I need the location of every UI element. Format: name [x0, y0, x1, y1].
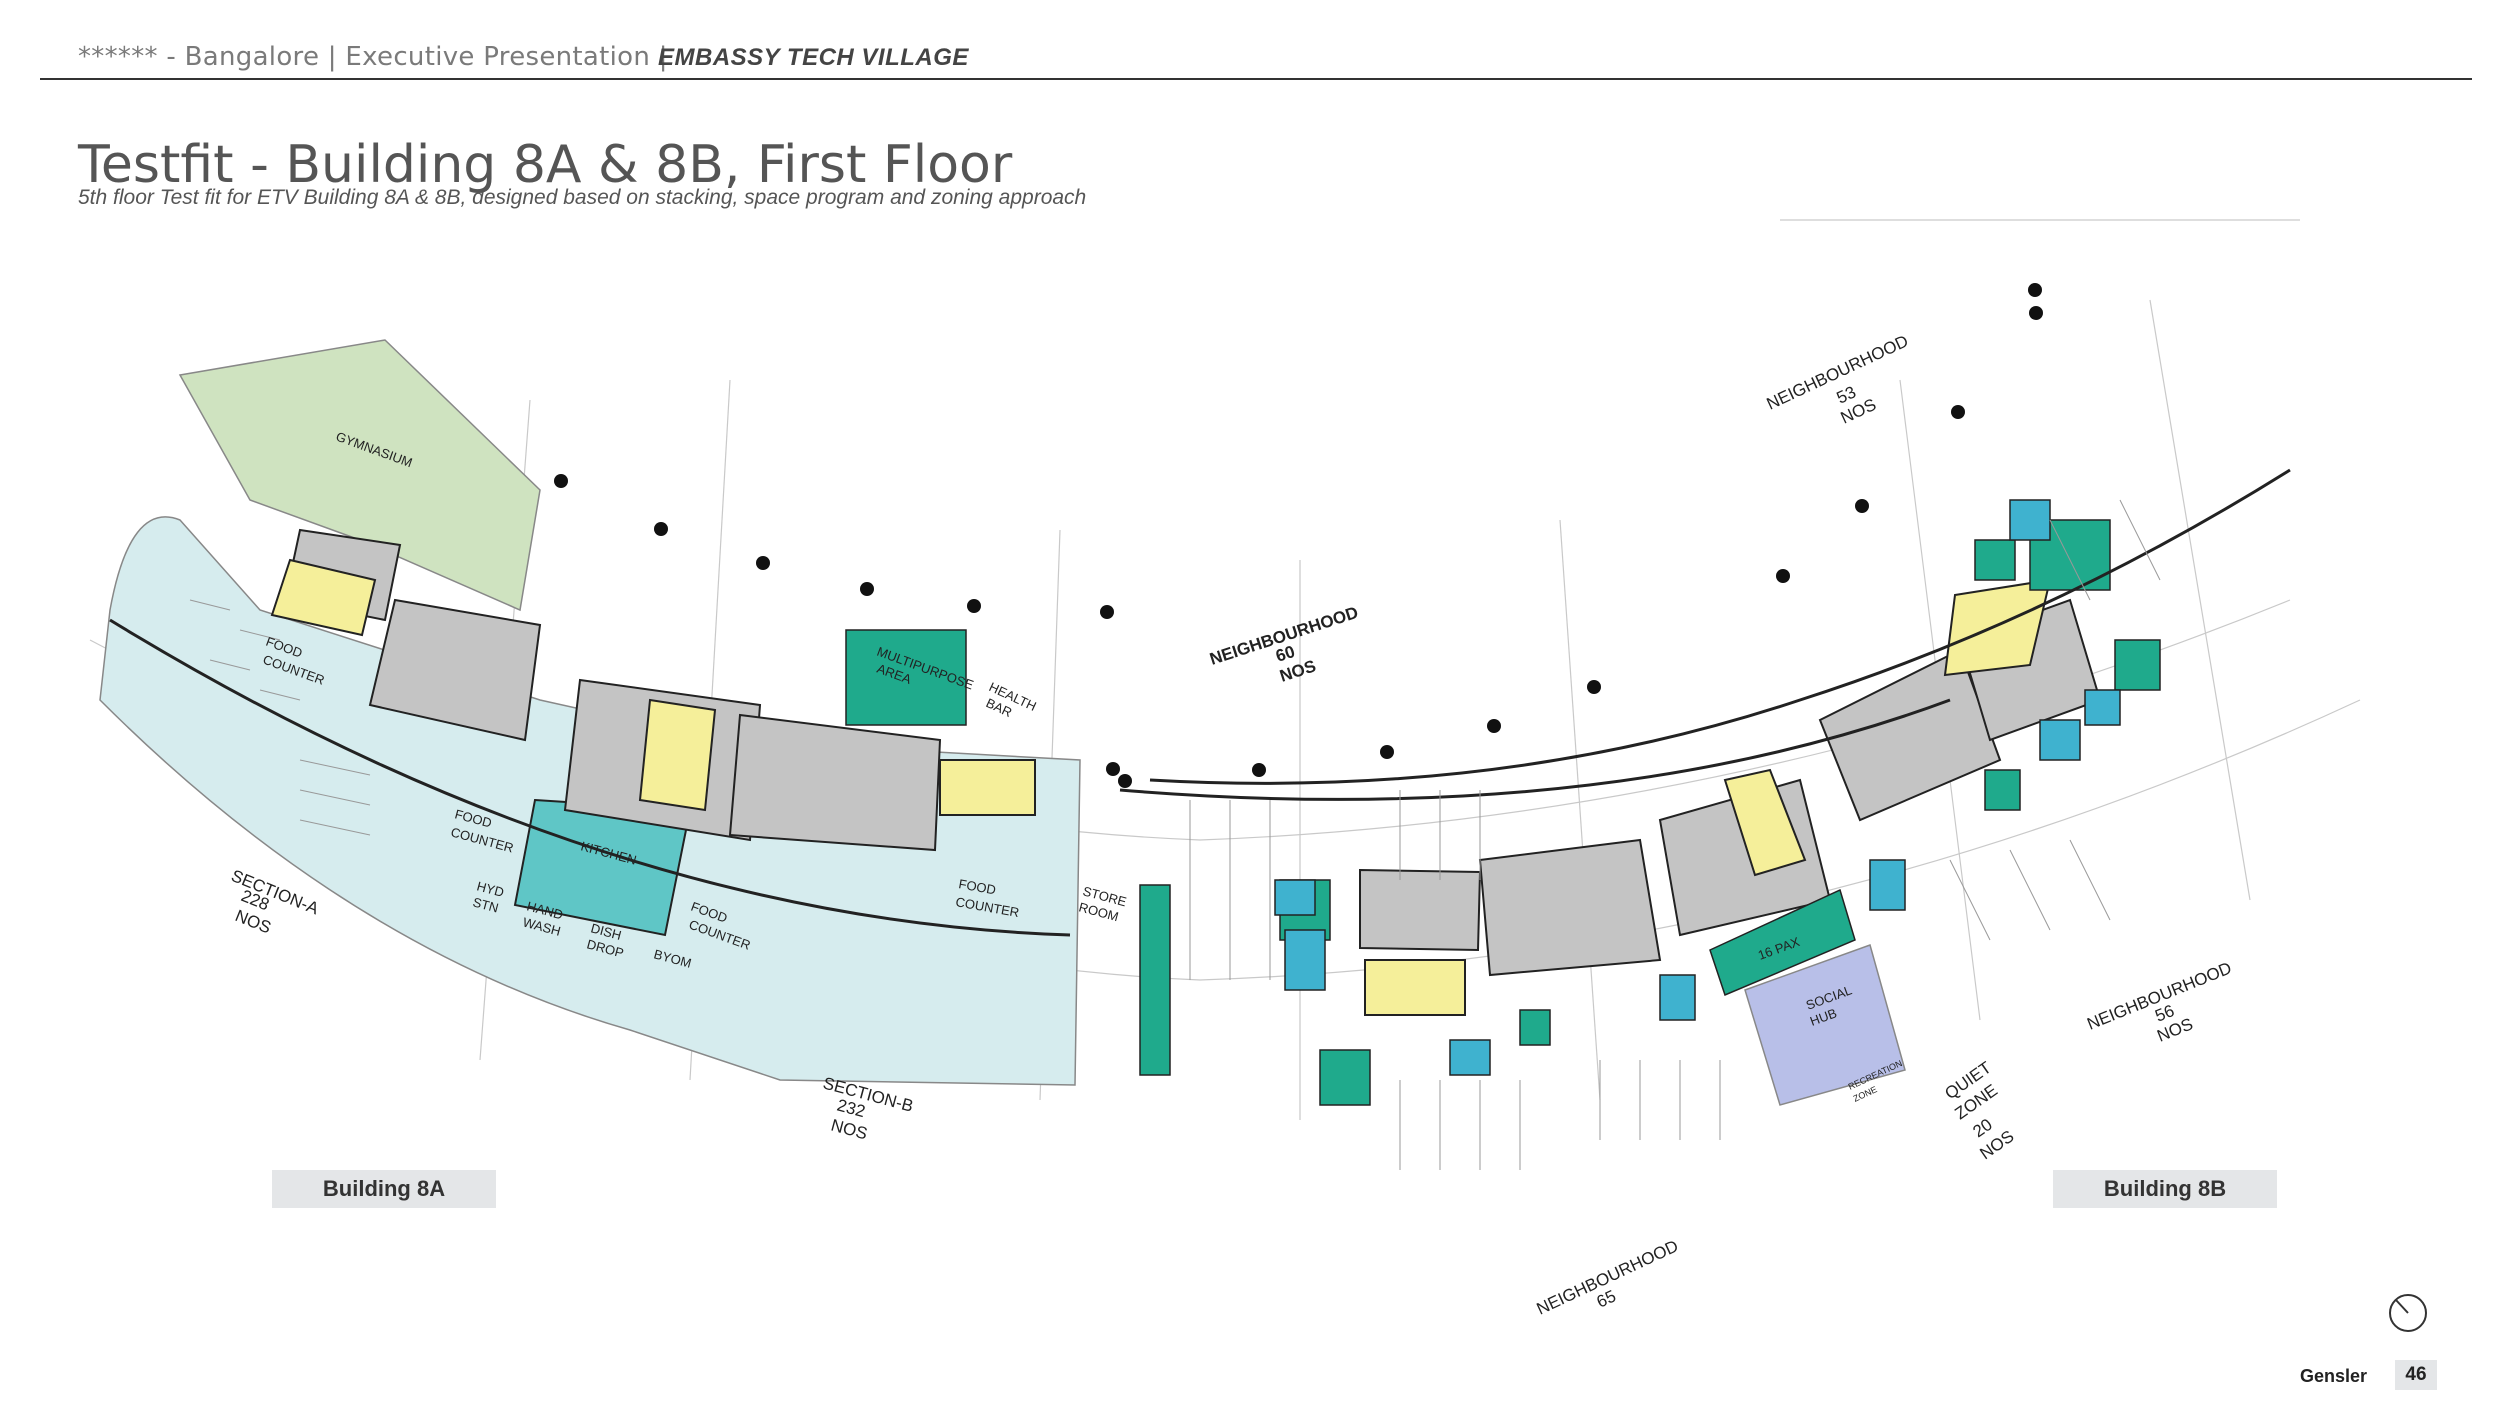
- multipurpose-zone: [845, 629, 967, 726]
- food-counter-label-4: FOOD: [957, 876, 997, 897]
- brand-logo: Gensler: [2300, 1366, 2368, 1386]
- page-number: 46: [2395, 1360, 2437, 1390]
- section-b-unit: NOS: [829, 1116, 870, 1144]
- header-divider: [40, 78, 2472, 80]
- page-subtitle: 5th floor Test fit for ETV Building 8A &…: [78, 186, 1087, 209]
- neighbourhood-53-label: NEIGHBOURHOOD: [1764, 331, 1912, 413]
- building-8b-label: Building 8B: [2053, 1170, 2277, 1208]
- north-arrow-icon: [2389, 1294, 2427, 1332]
- gymnasium-zone: [178, 339, 541, 612]
- hyd-stn-label: HYD: [475, 878, 505, 900]
- social-hub-zone: [1744, 944, 1906, 1106]
- meeting-rooms-blue: [1274, 499, 2121, 1076]
- section-a-unit: NOS: [233, 906, 274, 937]
- project-line: ****** - Bangalore | Executive Presentat…: [78, 42, 668, 72]
- workstations: [189, 499, 2161, 1170]
- floor-outline: [109, 468, 2291, 937]
- neighbourhood-60-count: 60: [1273, 642, 1297, 666]
- site-name: EMBASSY TECH VILLAGE: [658, 44, 969, 71]
- page-title: Testfit - Building 8A & 8B, First Floor: [78, 134, 1013, 195]
- hyd-stn-label-b: STN: [471, 894, 500, 915]
- columns: [554, 283, 2043, 788]
- building-8a-label: Building 8A: [272, 1170, 496, 1208]
- vertical-cores: [270, 558, 2052, 1016]
